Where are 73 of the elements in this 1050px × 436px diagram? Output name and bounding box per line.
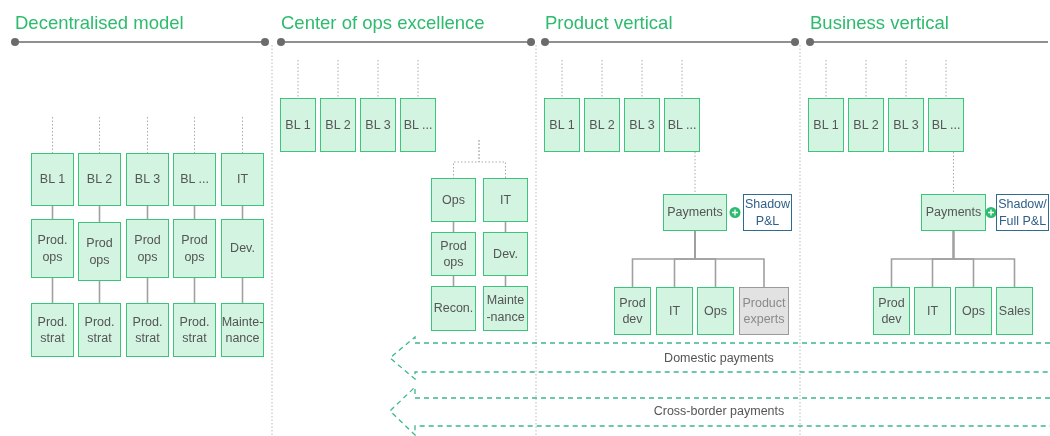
org-box: IT [221,153,264,206]
org-box: Prod. strat [126,303,169,357]
org-box: Prod dev [873,287,910,335]
connector-line [952,230,1016,288]
flow-label: Domestic payments [663,350,775,367]
note-box: Shadow P&L [743,194,792,231]
org-box: Ops [431,178,476,222]
org-box: IT [656,287,693,335]
org-box: Prod. strat [173,303,216,357]
org-box: Prod. strat [78,303,121,357]
org-box: Prod. ops [31,219,74,278]
dotted-connector [825,59,827,99]
dotted-connector [377,59,379,99]
org-box: IT [914,287,951,335]
dotted-connector [641,59,643,99]
org-box: BL 1 [31,153,74,206]
connector-line [146,277,149,304]
connector-line [193,277,196,304]
org-box: BL 3 [888,98,924,152]
dotted-connector [417,59,419,99]
dotted-connector [905,59,907,99]
dotted-connector [953,151,954,195]
org-box: Ops [697,287,734,335]
org-box: Payments [663,194,727,231]
dotted-connector [694,151,696,195]
org-box: Prod ops [78,222,121,281]
org-box: BL 3 [360,98,396,152]
dotted-connector [601,59,603,99]
org-box: Ops [955,287,992,335]
org-box: BL 2 [848,98,884,152]
flow-label: Cross-border payments [652,403,786,420]
org-box: BL ... [664,98,700,152]
connector-line [98,280,101,304]
org-box: Sales [996,287,1033,335]
dotted-connector [478,139,506,179]
connector-line [241,277,244,304]
org-box: BL ... [173,153,216,206]
section-heading: Decentralised model [15,12,184,34]
connector-line [51,277,54,304]
note-box: Shadow/ Full P&L [996,194,1049,231]
section-heading: Product vertical [545,12,673,34]
org-box: Prod dev [614,287,651,335]
section-heading: Center of ops excellence [281,12,485,34]
org-box: Prod ops [173,219,216,278]
dotted-connector [337,59,339,99]
dotted-connector [945,59,947,99]
org-box: BL 2 [584,98,620,152]
org-box: BL 2 [78,153,121,206]
org-box: BL 3 [126,153,169,206]
dotted-connector [297,59,299,99]
org-box: Recon. [431,286,476,331]
dotted-connector [561,59,563,99]
org-box: Dev. [221,219,264,278]
org-box: Product experts [739,287,789,335]
dotted-connector [865,59,867,99]
org-box: Mainte -nance [483,286,528,331]
org-box: BL ... [928,98,964,152]
org-box: BL 3 [624,98,660,152]
org-box: Prod ops [431,232,476,276]
org-box: Prod. strat [31,303,74,357]
org-box: BL 1 [280,98,316,152]
org-box: BL 1 [544,98,580,152]
org-box: BL 2 [320,98,356,152]
connector-line [694,230,765,288]
section-heading: Business vertical [810,12,949,34]
org-box: BL 1 [808,98,844,152]
org-box: Dev. [483,232,528,276]
org-box: Mainte-nance [221,303,264,357]
dotted-connector [681,59,683,99]
org-box: BL ... [400,98,436,152]
org-box: Prod ops [126,219,169,278]
org-box: IT [483,178,528,222]
org-box: Payments [921,194,986,231]
